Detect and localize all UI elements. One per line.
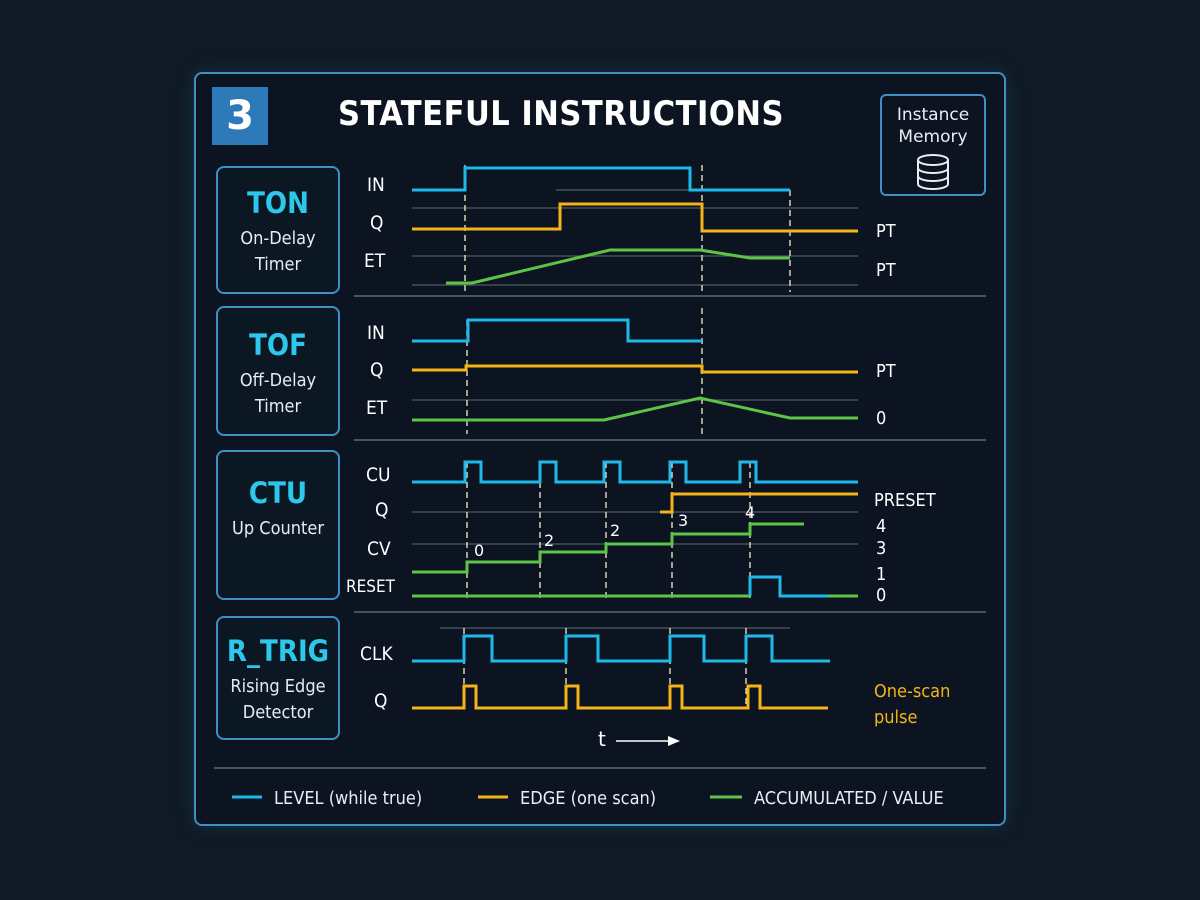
ton-signal-et: ET (364, 250, 386, 272)
tof-et-right-label: 0 (876, 408, 886, 429)
ton-signal-in: IN (367, 174, 385, 196)
rtrig-signal-clk: CLK (360, 643, 393, 665)
tof-signal-et: ET (366, 397, 388, 419)
ctu-signal-q: Q (375, 499, 388, 521)
ton-timing: IN Q ET PT PT (364, 165, 896, 292)
ctu-cv-value-4: 3 (678, 511, 688, 530)
legend: LEVEL (while true) EDGE (one scan) ACCUM… (232, 788, 944, 809)
rtrig-name: R_TRIG (226, 634, 330, 668)
ton-q-wave (412, 202, 858, 233)
ctu-name: CTU (248, 476, 308, 510)
page-title: STATEFUL INSTRUCTIONS (338, 94, 785, 134)
legend-edge-label: EDGE (one scan) (520, 788, 656, 809)
tof-et-wave (412, 396, 858, 422)
ctu-q-wave (660, 492, 858, 514)
ctu-reset-pulse (748, 575, 828, 598)
section-number-badge: 3 (212, 87, 268, 145)
instance-memory-box: Instance Memory (880, 94, 986, 196)
rtrig-q-right-label: One-scan pulse (874, 681, 956, 728)
ton-description: On-Delay Timer (240, 228, 316, 275)
ton-in-wave (412, 166, 790, 192)
tof-timing: IN Q ET PT 0 (366, 308, 896, 434)
ctu-signal-cu: CU (366, 464, 390, 486)
tof-signal-q: Q (370, 359, 383, 381)
instance-memory-label: Instance Memory (896, 105, 970, 147)
legend-value-label: ACCUMULATED / VALUE (754, 788, 944, 809)
ton-name: TON (247, 186, 309, 220)
ctu-right-label-1: 1 (876, 564, 886, 585)
ctu-cu-wave (412, 460, 858, 484)
ctu-timing: CU Q CV RESET 0 2 2 3 4 PRESET 4 3 1 0 (346, 460, 936, 606)
ctu-cv-value-2: 2 (544, 531, 554, 550)
ctu-signal-cv: CV (367, 538, 391, 560)
tof-q-wave (412, 364, 858, 374)
ctu-right-label-0: 0 (876, 585, 886, 606)
ton-et-wave (446, 248, 790, 285)
rtrig-description: Rising Edge Detector (230, 676, 326, 723)
ctu-right-label-4: 4 (876, 516, 886, 537)
tof-description: Off-Delay Timer (239, 370, 317, 417)
tof-q-right-label: PT (876, 361, 896, 382)
ton-et-right-label: PT (876, 260, 896, 281)
rtrig-q-wave (412, 684, 828, 710)
rtrig-card: R_TRIG Rising Edge Detector (216, 616, 340, 740)
time-label: t (598, 727, 606, 751)
rtrig-right-label-line: One-scan (874, 681, 950, 702)
ctu-cv-value-5: 4 (745, 503, 755, 522)
ctu-cv-wave (412, 522, 804, 574)
ton-card: TON On-Delay Timer (216, 166, 340, 294)
rtrig-clk-wave (412, 634, 830, 663)
ctu-cv-value-1: 0 (474, 541, 484, 560)
rtrig-timing: CLK Q One-scan pulse (360, 627, 956, 728)
ctu-signal-reset: RESET (346, 577, 396, 597)
tof-card: TOF Off-Delay Timer (216, 306, 340, 436)
ctu-cv-value-3: 2 (610, 521, 620, 540)
rtrig-signal-q: Q (374, 690, 387, 712)
ton-signal-q: Q (370, 212, 383, 234)
tof-in-wave (412, 318, 702, 343)
legend-level-label: LEVEL (while true) (274, 788, 422, 809)
tof-name: TOF (249, 328, 307, 362)
time-axis-arrow: t (598, 727, 680, 751)
rtrig-right-label-line: pulse (874, 707, 917, 728)
tof-signal-in: IN (367, 322, 385, 344)
ctu-preset-label: PRESET (874, 490, 936, 511)
database-icon (917, 154, 949, 190)
ton-q-right-label: PT (876, 221, 896, 242)
ctu-description: Up Counter (232, 518, 324, 539)
ctu-card: CTU Up Counter (216, 450, 340, 600)
ctu-right-label-3: 3 (876, 538, 886, 559)
